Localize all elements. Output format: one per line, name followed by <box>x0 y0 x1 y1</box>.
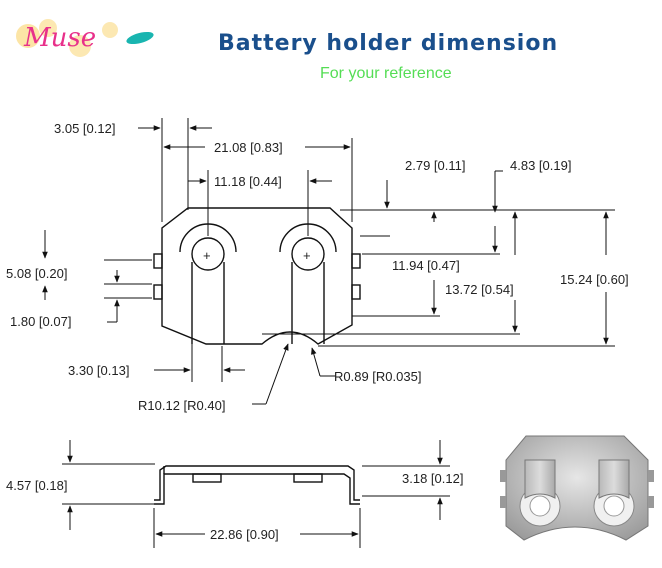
dim-3-05: 3.05 [0.12] <box>54 121 115 136</box>
dim-1-80: 1.80 [0.07] <box>10 314 71 329</box>
dim-4-83: 4.83 [0.19] <box>510 158 571 173</box>
top-dimension-lines <box>42 118 615 405</box>
page-title: Battery holder dimension <box>218 31 558 56</box>
dim-4-57: 4.57 [0.18] <box>6 478 67 493</box>
dim-11-18: 11.18 [0.44] <box>214 174 282 189</box>
top-view <box>153 207 361 345</box>
top-dimension-labels: 3.05 [0.12] 21.08 [0.83] 11.18 [0.44] 2.… <box>6 121 629 413</box>
plus-marker-right: + <box>303 248 311 263</box>
product-photo <box>500 435 654 541</box>
side-dimension-lines <box>62 440 450 548</box>
dim-2-79: 2.79 [0.11] <box>405 158 465 173</box>
dim-11-94: 11.94 [0.47] <box>392 258 460 273</box>
dim-15-24: 15.24 [0.60] <box>560 272 629 287</box>
dim-3-30: 3.30 [0.13] <box>68 363 129 378</box>
dim-5-08: 5.08 [0.20] <box>6 266 67 281</box>
dim-3-18: 3.18 [0.12] <box>402 471 463 486</box>
page-subtitle: For your reference <box>320 65 452 82</box>
dim-r10-12: R10.12 [R0.40] <box>138 398 225 413</box>
side-dimension-labels: 4.57 [0.18] 3.18 [0.12] 22.86 [0.90] <box>6 471 463 542</box>
dim-13-72: 13.72 [0.54] <box>445 282 514 297</box>
dim-r0-89: R0.89 [R0.035] <box>334 369 421 384</box>
side-view <box>154 465 360 505</box>
logo-text: Muse <box>23 23 96 53</box>
dim-21-08: 21.08 [0.83] <box>214 140 283 155</box>
brand-logo: Muse <box>16 19 154 57</box>
dim-22-86: 22.86 [0.90] <box>210 527 279 542</box>
plus-marker-left: + <box>203 248 211 263</box>
